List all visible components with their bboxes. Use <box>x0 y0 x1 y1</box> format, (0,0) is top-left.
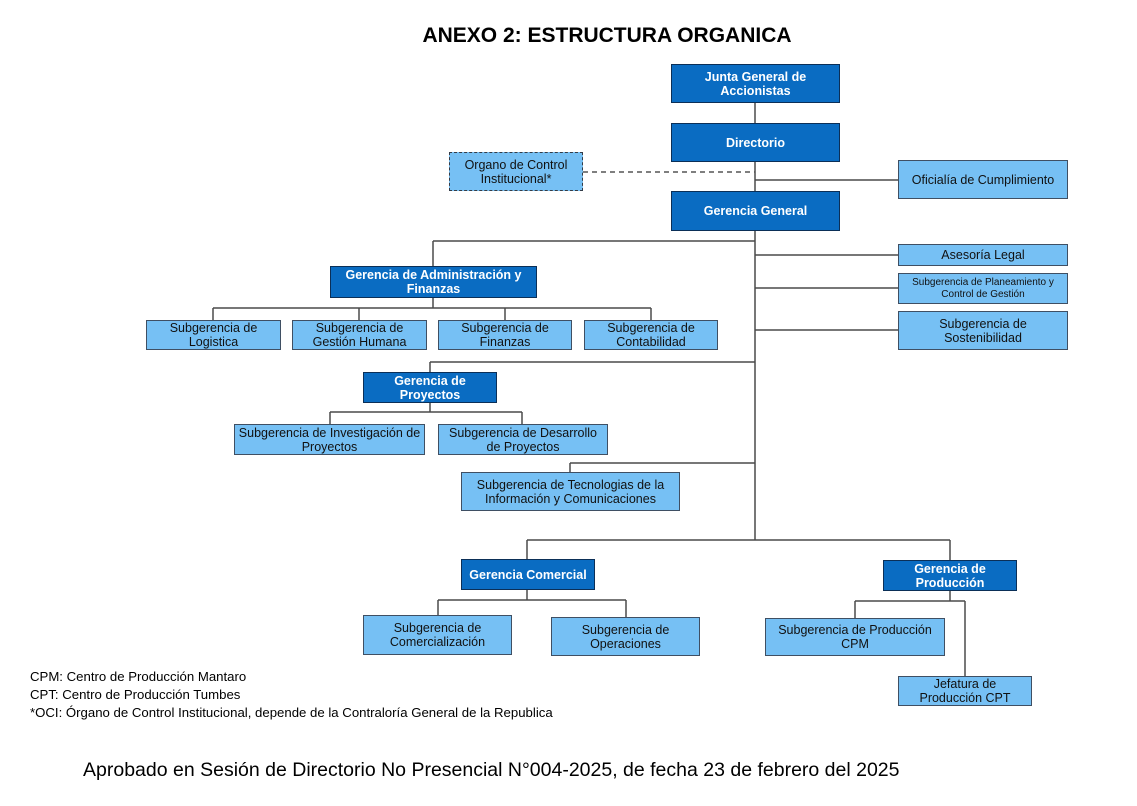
node-produccion-cpm: Subgerencia de Producción CPM <box>765 618 945 656</box>
node-tecnologias-informacion: Subgerencia de Tecnologias de la Informa… <box>461 472 680 511</box>
node-operaciones: Subgerencia de Operaciones <box>551 617 700 656</box>
node-gerencia-proyectos: Gerencia de Proyectos <box>363 372 497 403</box>
node-asesoria-legal: Asesoría Legal <box>898 244 1068 266</box>
legend-notes: CPM: Centro de Producción Mantaro CPT: C… <box>30 668 553 722</box>
node-gerencia-produccion: Gerencia de Producción <box>883 560 1017 591</box>
node-gestion-humana: Subgerencia de Gestión Humana <box>292 320 427 350</box>
node-investigacion-proyectos: Subgerencia de Investigación de Proyecto… <box>234 424 425 455</box>
note-oci: *OCI: Órgano de Control Institucional, d… <box>30 705 553 720</box>
node-organo-control: Organo de Control Institucional* <box>449 152 583 191</box>
node-junta-general: Junta General de Accionistas <box>671 64 840 103</box>
node-desarrollo-proyectos: Subgerencia de Desarrollo de Proyectos <box>438 424 608 455</box>
chart-title: ANEXO 2: ESTRUCTURA ORGANICA <box>422 24 792 47</box>
node-finanzas: Subgerencia de Finanzas <box>438 320 572 350</box>
note-cpm: CPM: Centro de Producción Mantaro <box>30 669 247 684</box>
node-contabilidad: Subgerencia de Contabilidad <box>584 320 718 350</box>
node-gerencia-administracion: Gerencia de Administración y Finanzas <box>330 266 537 298</box>
node-comercializacion: Subgerencia de Comercialización <box>363 615 512 655</box>
node-logistica: Subgerencia de Logistica <box>146 320 281 350</box>
node-jefatura-cpt: Jefatura de Producción CPT <box>898 676 1032 706</box>
note-cpt: CPT: Centro de Producción Tumbes <box>30 687 241 702</box>
approval-footer: Aprobado en Sesión de Directorio No Pres… <box>83 759 900 781</box>
node-gerencia-general: Gerencia General <box>671 191 840 231</box>
node-planeamiento: Subgerencia de Planeamiento y Control de… <box>898 273 1068 304</box>
node-gerencia-comercial: Gerencia Comercial <box>461 559 595 590</box>
node-oficialia-cumplimiento: Oficialía de Cumplimiento <box>898 160 1068 199</box>
node-sostenibilidad: Subgerencia de Sostenibilidad <box>898 311 1068 350</box>
node-directorio: Directorio <box>671 123 840 162</box>
